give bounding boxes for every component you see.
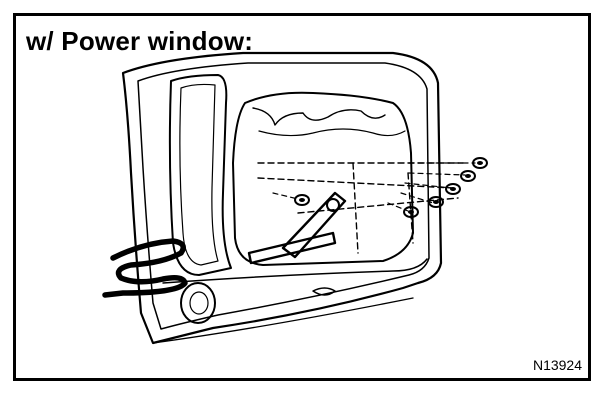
arrow-icon [102, 238, 188, 298]
regulator-rail-lower [257, 177, 454, 189]
bolt-icon [472, 157, 488, 169]
door-lower-trim [162, 258, 428, 284]
speaker-hole [180, 282, 216, 324]
door-center-opening [232, 91, 414, 266]
regulator-rail-side [352, 162, 359, 254]
door-diagram [102, 51, 488, 345]
door-outer-panel [121, 51, 443, 345]
bolt-icon [460, 170, 476, 182]
speaker-hole-inner [189, 291, 209, 315]
bolt-icon [294, 194, 310, 206]
door-front-opening [168, 74, 232, 276]
figure-id: N13924 [532, 357, 582, 373]
door-inner-edge [137, 62, 430, 330]
door-bottom-hole [312, 287, 336, 296]
door-front-opening-inner [179, 83, 219, 266]
door-upper-pocket [252, 107, 386, 126]
bolt-icon [428, 196, 444, 208]
bolt-leader-2 [408, 172, 466, 176]
bolt-leader-3 [404, 182, 452, 189]
diagram-title: w/ Power window: [26, 26, 254, 56]
bolt-icon [403, 206, 419, 218]
regulator-rail-diag [297, 197, 459, 214]
regulator-pivot [326, 198, 340, 212]
bolt-leader-4 [400, 192, 434, 204]
door-upper-pocket-2 [258, 128, 406, 137]
bolt-icon [445, 183, 461, 195]
bolt-leader-6 [272, 192, 299, 200]
door-bottom-edge [152, 297, 414, 344]
regulator-arm-2 [247, 231, 337, 265]
